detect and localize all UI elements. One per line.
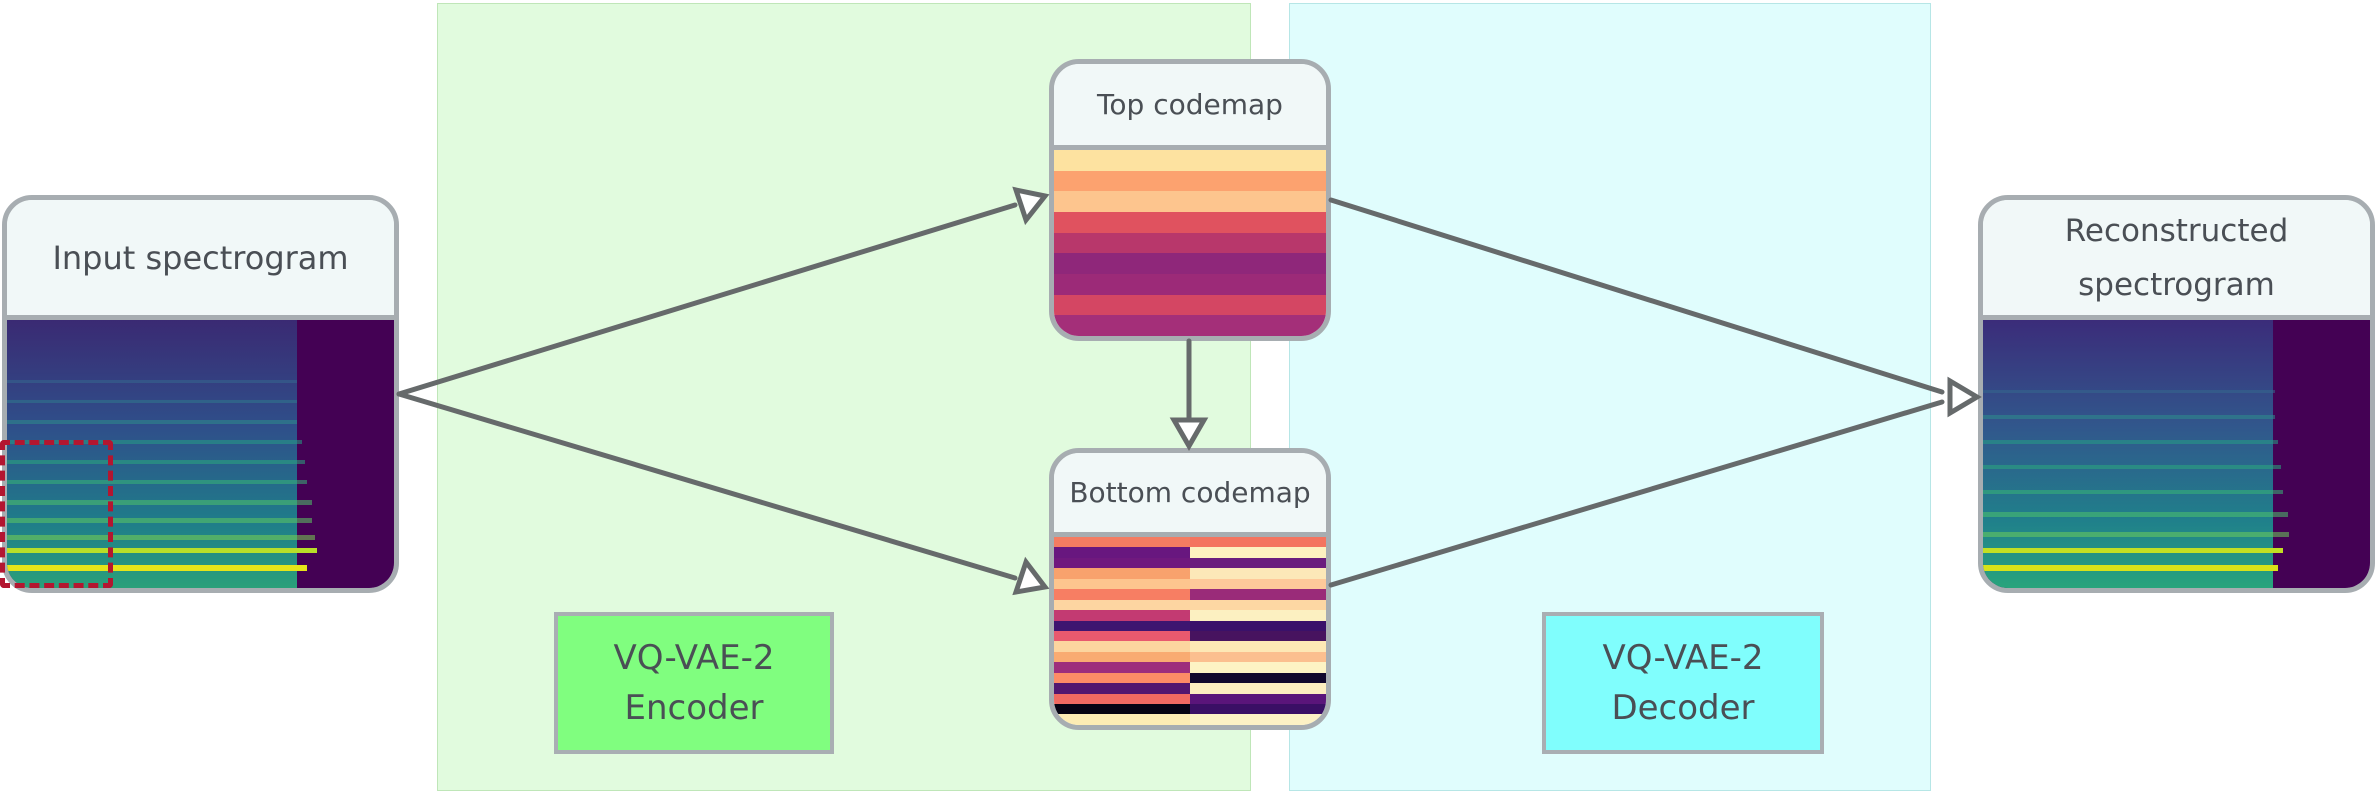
bottom-codemap-cell (1054, 620, 1190, 631)
bottom-codemap-cell (1190, 578, 1326, 590)
bottom-codemap-cell (1190, 589, 1326, 600)
bottom-codemap-cell (1054, 693, 1190, 704)
bottom-codemap-cell (1190, 704, 1326, 715)
bottom-codemap-grid (1054, 537, 1326, 725)
top-codemap-cell (1054, 170, 1326, 192)
input-spectrogram-svg (7, 320, 394, 588)
bottom-codemap-cell (1054, 537, 1190, 548)
bottom-codemap-cell (1190, 641, 1326, 652)
bottom-codemap-card: Bottom codemap (1049, 448, 1331, 730)
bottom-codemap-cell (1054, 630, 1190, 642)
bottom-codemap-cell (1054, 704, 1190, 715)
bottom-codemap-cell (1054, 547, 1190, 558)
reconstructed-spectrogram-title: Reconstructed spectrogram (1983, 200, 2370, 320)
bottom-codemap-cell (1054, 610, 1190, 621)
bottom-codemap-cell (1054, 641, 1190, 652)
bottom-codemap-cell (1054, 557, 1190, 569)
bottom-codemap-cell (1054, 589, 1190, 600)
top-codemap-cell (1054, 150, 1326, 171)
top-codemap-cell (1054, 253, 1326, 275)
bottom-codemap-cell (1054, 683, 1190, 694)
bottom-codemap-cell (1190, 651, 1326, 663)
bottom-codemap-cell (1054, 672, 1190, 684)
top-codemap-cell (1054, 212, 1326, 233)
bottom-codemap-cell (1190, 693, 1326, 704)
bottom-codemap-cell (1190, 537, 1326, 548)
crop-region-marker (0, 440, 113, 588)
bottom-codemap-cell (1190, 610, 1326, 621)
top-codemap-title: Top codemap (1054, 64, 1326, 150)
bottom-codemap-cell (1190, 620, 1326, 631)
top-codemap-grid (1054, 150, 1326, 336)
bottom-codemap-cell (1054, 599, 1190, 611)
top-codemap-cell (1054, 191, 1326, 213)
bottom-codemap-cell (1054, 662, 1190, 673)
bottom-codemap-cell (1190, 714, 1326, 725)
bottom-codemap-cell (1190, 683, 1326, 694)
top-codemap-cell (1054, 294, 1326, 316)
bottom-codemap-cell (1190, 672, 1326, 684)
bottom-codemap-cell (1190, 662, 1326, 673)
top-codemap-cell (1054, 274, 1326, 295)
top-codemap-cell (1054, 315, 1326, 336)
input-spectrogram-card: Input spectrogram (2, 195, 399, 593)
reconstructed-spectrogram-image (1983, 320, 2370, 588)
arrowhead-reconstructed (1947, 376, 1982, 418)
bottom-codemap-cell (1054, 651, 1190, 663)
reconstructed-spectrogram-card: Reconstructed spectrogram (1978, 195, 2375, 593)
bottom-codemap-cell (1054, 578, 1190, 590)
input-spectrogram-title: Input spectrogram (7, 200, 394, 320)
bottom-codemap-cell (1054, 568, 1190, 579)
bottom-codemap-cell (1190, 547, 1326, 558)
encoder-label: VQ-VAE-2 Encoder (554, 612, 834, 754)
top-codemap-card: Top codemap (1049, 59, 1331, 341)
bottom-codemap-cell (1190, 557, 1326, 569)
bottom-codemap-cell (1190, 630, 1326, 642)
top-codemap-cell (1054, 232, 1326, 254)
bottom-codemap-cell (1190, 599, 1326, 611)
bottom-codemap-cell (1054, 714, 1190, 725)
input-spectrogram-image (7, 320, 394, 588)
bottom-codemap-cell (1190, 568, 1326, 579)
bottom-codemap-title: Bottom codemap (1054, 453, 1326, 537)
decoder-label: VQ-VAE-2 Decoder (1542, 612, 1824, 754)
reconstructed-spectrogram-svg (1983, 320, 2370, 588)
